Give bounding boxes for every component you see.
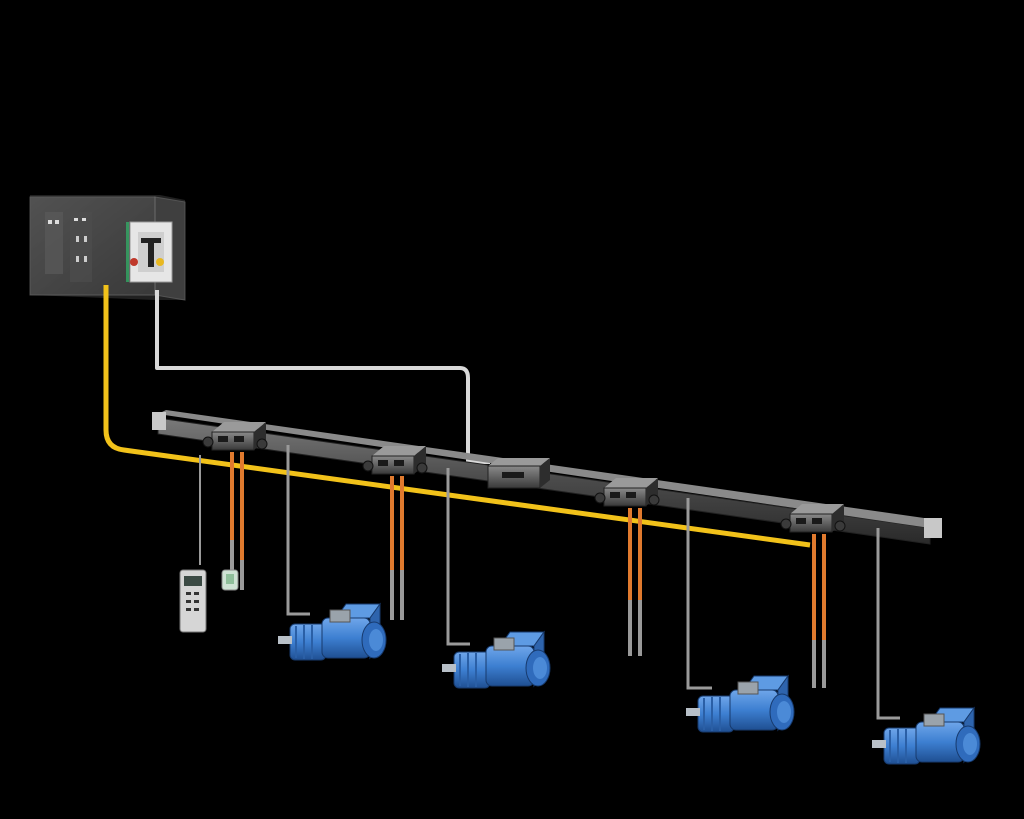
drive-motor-2 xyxy=(441,631,551,689)
main-switch xyxy=(126,221,173,283)
gearmotor-icon xyxy=(871,707,981,765)
drive-motor-1 xyxy=(277,603,387,661)
control-cabinet-icon xyxy=(45,212,92,282)
gearmotor-icon xyxy=(277,603,387,661)
drive-motor-3 xyxy=(685,675,795,733)
coupler-module xyxy=(487,458,550,489)
distribution-module-4 xyxy=(780,503,900,720)
handheld-terminal xyxy=(179,569,207,633)
distribution-module-1 xyxy=(199,421,310,616)
sensor-probe xyxy=(221,569,239,591)
supply-cable xyxy=(103,285,811,548)
gearmotor-icon xyxy=(441,631,551,689)
distribution-module-3 xyxy=(594,477,712,690)
data-cable xyxy=(155,290,490,464)
gearmotor-icon xyxy=(685,675,795,733)
drive-motor-4 xyxy=(871,707,981,765)
distribution-module-2 xyxy=(362,445,470,646)
handheld-terminal-icon xyxy=(179,569,207,633)
control-cabinet xyxy=(29,195,186,301)
